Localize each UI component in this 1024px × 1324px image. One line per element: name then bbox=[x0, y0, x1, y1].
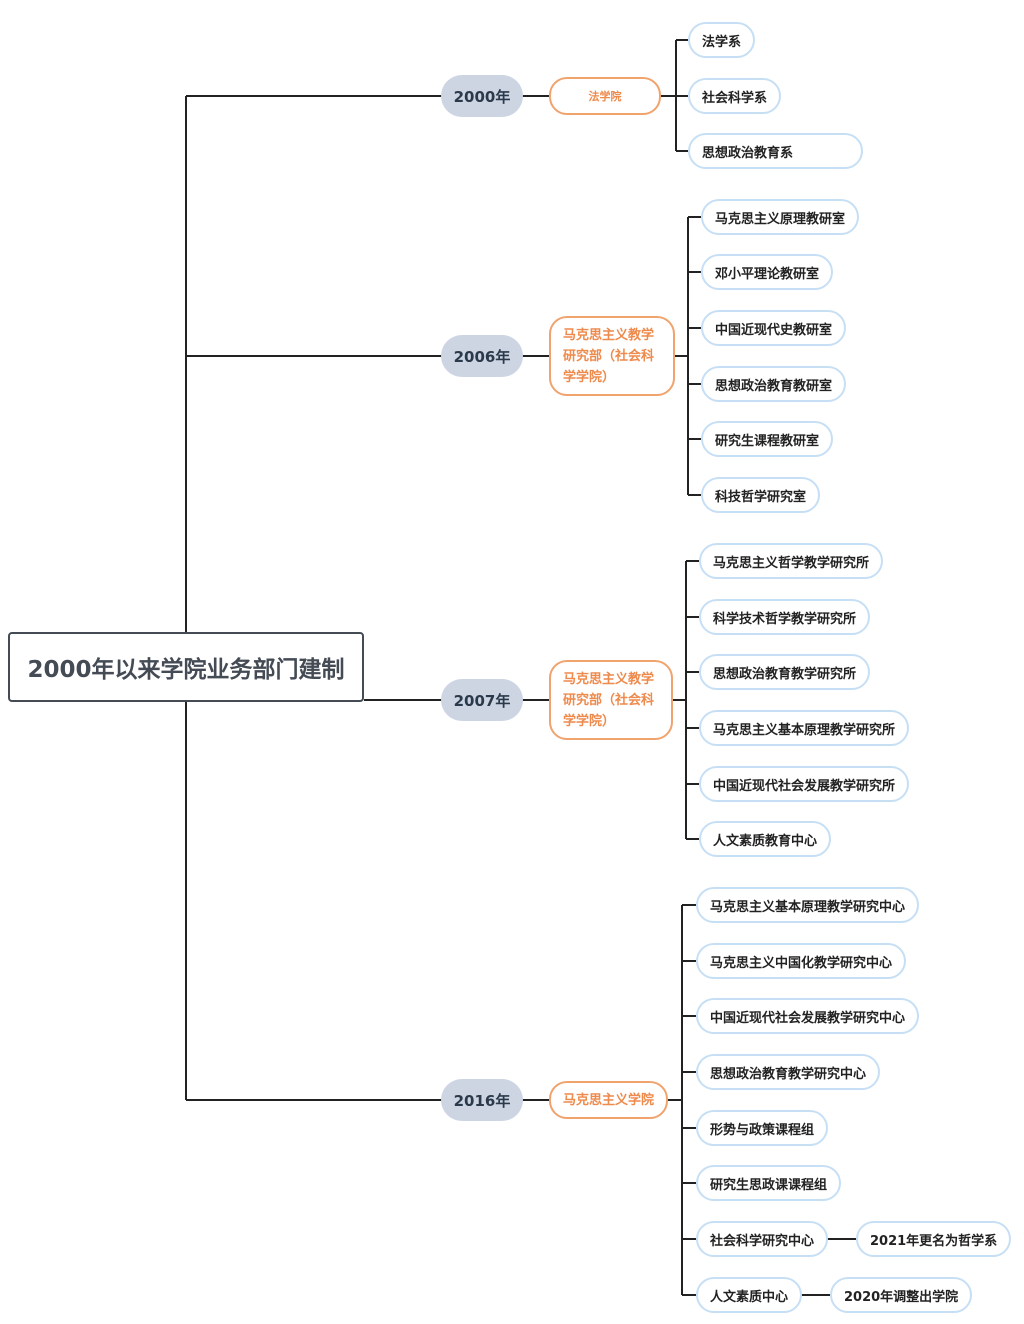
unit-node: 研究生课程教研室 bbox=[701, 421, 834, 457]
unit-node: 马克思主义基本原理教学研究所 bbox=[699, 710, 910, 746]
dept-node-2016: 马克思主义学院 bbox=[549, 1081, 668, 1119]
year-node-2016: 2016年 bbox=[441, 1079, 523, 1121]
unit-node: 人文素质中心 bbox=[696, 1277, 803, 1313]
unit-node: 中国近现代社会发展教学研究所 bbox=[699, 766, 910, 802]
dept-leaf-line-2016 bbox=[668, 904, 696, 1296]
unit-node: 马克思主义中国化教学研究中心 bbox=[696, 943, 907, 979]
year-node-2006: 2006年 bbox=[441, 335, 523, 377]
year-node-2000: 2000年 bbox=[441, 75, 523, 117]
unit-node: 人文素质教育中心 bbox=[699, 821, 832, 857]
unit-node: 邓小平理论教研室 bbox=[701, 254, 834, 290]
unit-node: 科技哲学研究室 bbox=[701, 477, 821, 513]
note-node: 2021年更名为哲学系 bbox=[856, 1221, 1012, 1257]
unit-node: 科学技术哲学教学研究所 bbox=[699, 599, 871, 635]
dept-leaf-line-2006 bbox=[674, 216, 701, 496]
unit-node: 思想政治教育教学研究所 bbox=[699, 654, 871, 690]
note-node: 2020年调整出学院 bbox=[830, 1277, 973, 1313]
unit-node: 社会科学系 bbox=[688, 78, 782, 114]
unit-node: 思想政治教育教研室 bbox=[701, 366, 847, 402]
dept-node-2000: 法学院 bbox=[549, 77, 661, 115]
unit-node: 社会科学研究中心 bbox=[696, 1221, 829, 1257]
unit-node: 思想政治教育教学研究中心 bbox=[696, 1054, 881, 1090]
unit-node: 中国近现代史教研室 bbox=[701, 310, 847, 346]
dept-node-2006: 马克思主义教学研究部（社会科学学院） bbox=[549, 316, 675, 396]
dept-node-2007: 马克思主义教学研究部（社会科学学院） bbox=[549, 660, 673, 740]
unit-node: 马克思主义哲学教学研究所 bbox=[699, 543, 884, 579]
dept-leaf-line-2000 bbox=[661, 39, 688, 152]
root-title: 2000年以来学院业务部门建制 bbox=[8, 632, 364, 702]
unit-node: 马克思主义原理教研室 bbox=[701, 199, 860, 235]
unit-node: 中国近现代社会发展教学研究中心 bbox=[696, 998, 920, 1034]
dept-leaf-line-2007 bbox=[672, 560, 699, 840]
year-node-2007: 2007年 bbox=[441, 679, 523, 721]
unit-node: 法学系 bbox=[688, 22, 756, 58]
unit-node: 研究生思政课课程组 bbox=[696, 1165, 842, 1201]
unit-node: 马克思主义基本原理教学研究中心 bbox=[696, 887, 920, 923]
unit-node: 形势与政策课程组 bbox=[696, 1110, 829, 1146]
unit-node: 思想政治教育系 bbox=[688, 133, 863, 169]
